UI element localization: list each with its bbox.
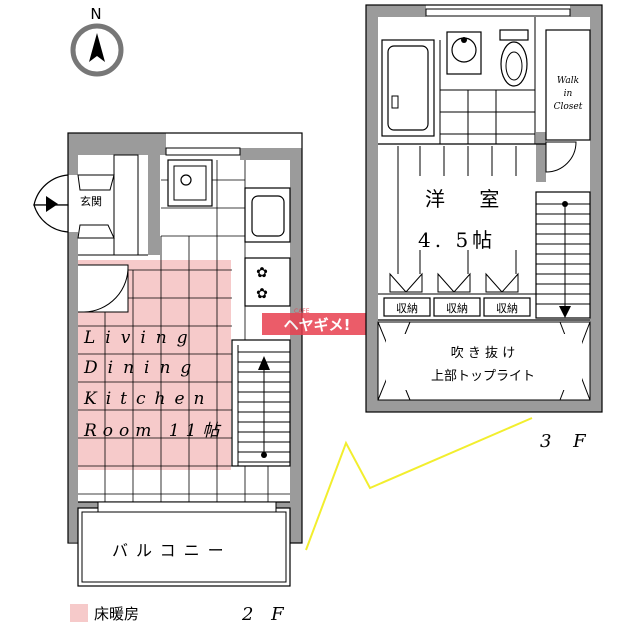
ldk-line-room-size: Room 11帖 [83,421,225,441]
toilet [499,29,529,87]
floor-3-plan: Walk in Closet 洋 室 4. 5帖 収納 収納 収納 [365,4,603,452]
toplight-label: 上部トップライト [431,369,535,384]
entrance-arrow-icon [46,196,58,212]
legend-floor-heating-label: 床暖房 [94,605,139,623]
stove-burners: ✿ ✿ [244,257,291,307]
closet-label-walk: Walk [557,76,579,86]
stair-arrow-icon [258,356,270,370]
stair-arrow-icon [559,306,571,318]
void-label: 吹 き 抜 け [451,345,515,361]
storage-label: 収納 [496,302,518,315]
ldk-line-kitchen: Kitchen [83,389,213,409]
watermark-small-text: CAFE [294,308,310,315]
storage-label: 収納 [396,302,418,315]
watermark-logo: CAFE ヘヤギメ! [262,308,372,335]
floor-2-label: 2 F [241,604,290,625]
storage-row: 収納 収納 収納 [378,293,590,321]
floor-2-plan: 玄関 ✿ ✿ [33,132,303,625]
storage-doors [389,272,519,293]
shoe-cabinet [77,154,139,256]
staircase-2f [231,339,291,467]
closet-label-closet: Closet [554,102,583,112]
burner-icon: ✿ [256,286,268,302]
burner-icon: ✿ [256,265,268,281]
kitchen-sink [244,187,291,243]
window-3f-top [425,8,571,17]
bathtub [381,39,435,137]
gas-stove-top [167,159,213,207]
window-2f-top [165,147,241,156]
burner-icon [180,174,192,186]
compass: N [70,5,124,77]
floor-link-line [305,417,533,551]
closet-label-in: in [564,89,573,99]
floor-3-label: 3 F [540,431,594,452]
walls-3f [366,5,602,412]
fridge-space [78,264,129,313]
storage-2 [433,297,481,317]
ldk-line-dining: Dining [83,358,201,378]
storage-label: 収納 [446,302,468,315]
bedroom-floor [397,146,517,274]
balcony: バルコニー [77,501,291,587]
legend-swatch [70,604,88,622]
balcony-label: バルコニー [112,541,232,560]
washbasin [446,31,482,75]
walk-in-closet: Walk in Closet [545,29,591,173]
compass-north-label: N [90,5,101,23]
storage-3 [483,297,531,317]
ldk-label: Living Dining Kitchen Room 11帖 [83,328,225,441]
legend: 床暖房 [70,604,139,623]
ldk-floor-grid [78,160,290,502]
staircase-3f [535,191,591,319]
void-area: 吹 き 抜 け 上部トップライト [377,321,591,401]
north-arrow-icon [89,33,105,62]
entrance-door[interactable] [33,174,69,233]
bath-floor-grid [439,17,536,144]
storage-1 [383,297,431,317]
watermark-main-text: ヘヤギメ! [284,316,351,334]
walls-2f [68,133,302,543]
ldk-line-living: Living [83,328,198,348]
bedroom-size-label: 4. 5帖 [418,228,496,252]
entrance-label: 玄関 [80,194,102,208]
bedroom-label: 洋 室 [425,187,513,211]
